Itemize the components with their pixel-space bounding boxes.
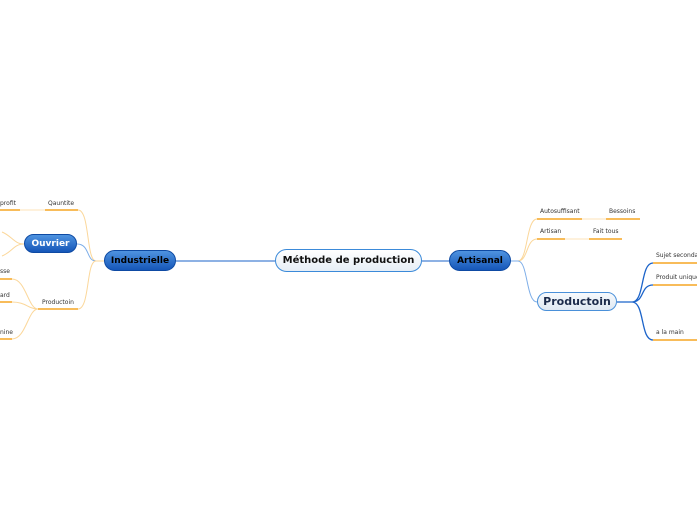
topic-artisanal[interactable]: Artisanal bbox=[449, 250, 511, 271]
central-label: Méthode de production bbox=[282, 255, 415, 266]
subtopic-nine[interactable]: nine bbox=[0, 329, 13, 336]
subtopic-artisan[interactable]: Artisan bbox=[540, 228, 562, 235]
subtopic-autosuffisant[interactable]: Autosuffisant bbox=[540, 208, 580, 215]
subtopic-productoin-left[interactable]: Productoin bbox=[42, 299, 74, 306]
artisanal-label: Artisanal bbox=[457, 255, 503, 266]
subtopic-ard[interactable]: ard bbox=[0, 292, 10, 299]
central-topic[interactable]: Méthode de production bbox=[275, 249, 422, 272]
topic-ouvrier[interactable]: Ouvrier bbox=[24, 234, 77, 253]
topic-productoin-right[interactable]: Productoin bbox=[537, 292, 617, 311]
ouvrier-label: Ouvrier bbox=[31, 238, 70, 249]
subtopic-a-la-main[interactable]: a la main bbox=[656, 329, 684, 336]
subtopic-qauntite[interactable]: Qauntite bbox=[48, 200, 75, 207]
subtopic-produit-unique[interactable]: Produit unique bbox=[656, 274, 697, 281]
topic-industrielle[interactable]: Industrielle bbox=[104, 250, 176, 271]
subtopic-profit[interactable]: profit bbox=[0, 200, 16, 207]
subtopic-bessoins[interactable]: Bessoins bbox=[609, 208, 636, 215]
subtopic-sse[interactable]: sse bbox=[0, 268, 10, 275]
industrielle-label: Industrielle bbox=[110, 255, 170, 266]
subtopic-fait-tous[interactable]: Fait tous bbox=[593, 228, 619, 235]
productoin-right-label: Productoin bbox=[543, 295, 611, 308]
subtopic-sujet-secondaire[interactable]: Sujet secondai bbox=[656, 252, 697, 259]
